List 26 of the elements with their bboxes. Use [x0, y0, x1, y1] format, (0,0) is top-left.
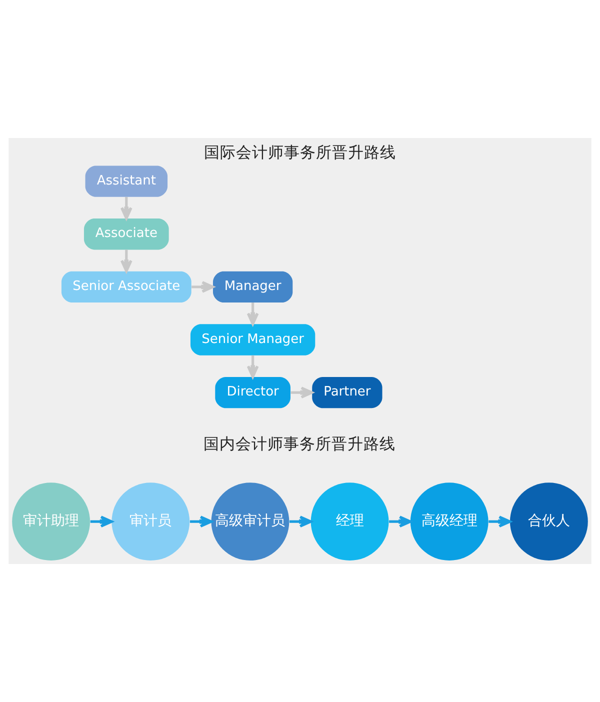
node-box: Senior Manager: [190, 324, 316, 356]
node-circle: 合伙人: [510, 482, 588, 561]
arrow: [290, 516, 312, 528]
node-box: Senior Associate: [61, 271, 192, 302]
diagram-title: 国际会计师事务所晋升路线: [204, 143, 396, 162]
arrow: [192, 280, 214, 293]
node-box: Partner: [312, 376, 382, 408]
arrow: [120, 250, 132, 272]
arrow: [120, 196, 132, 220]
arrow: [389, 516, 412, 528]
arrow: [90, 516, 113, 528]
node-circle: 高级经理: [410, 482, 488, 561]
node-box: Assistant: [85, 166, 168, 197]
node-circle: 审计员: [112, 482, 190, 561]
node-circle: 经理: [310, 482, 389, 561]
node-box: Associate: [84, 218, 169, 250]
node-circle: 审计助理: [12, 482, 90, 561]
node-box: Director: [215, 376, 290, 408]
label: 国内会计师事务所晋升路线: [204, 435, 396, 454]
arrow: [488, 516, 512, 528]
arrow: [290, 386, 314, 399]
arrow: [246, 302, 259, 326]
node-circle: 高级审计员: [211, 482, 290, 561]
node-box: Manager: [212, 271, 293, 302]
arrow: [246, 355, 259, 378]
arrow: [190, 516, 212, 528]
